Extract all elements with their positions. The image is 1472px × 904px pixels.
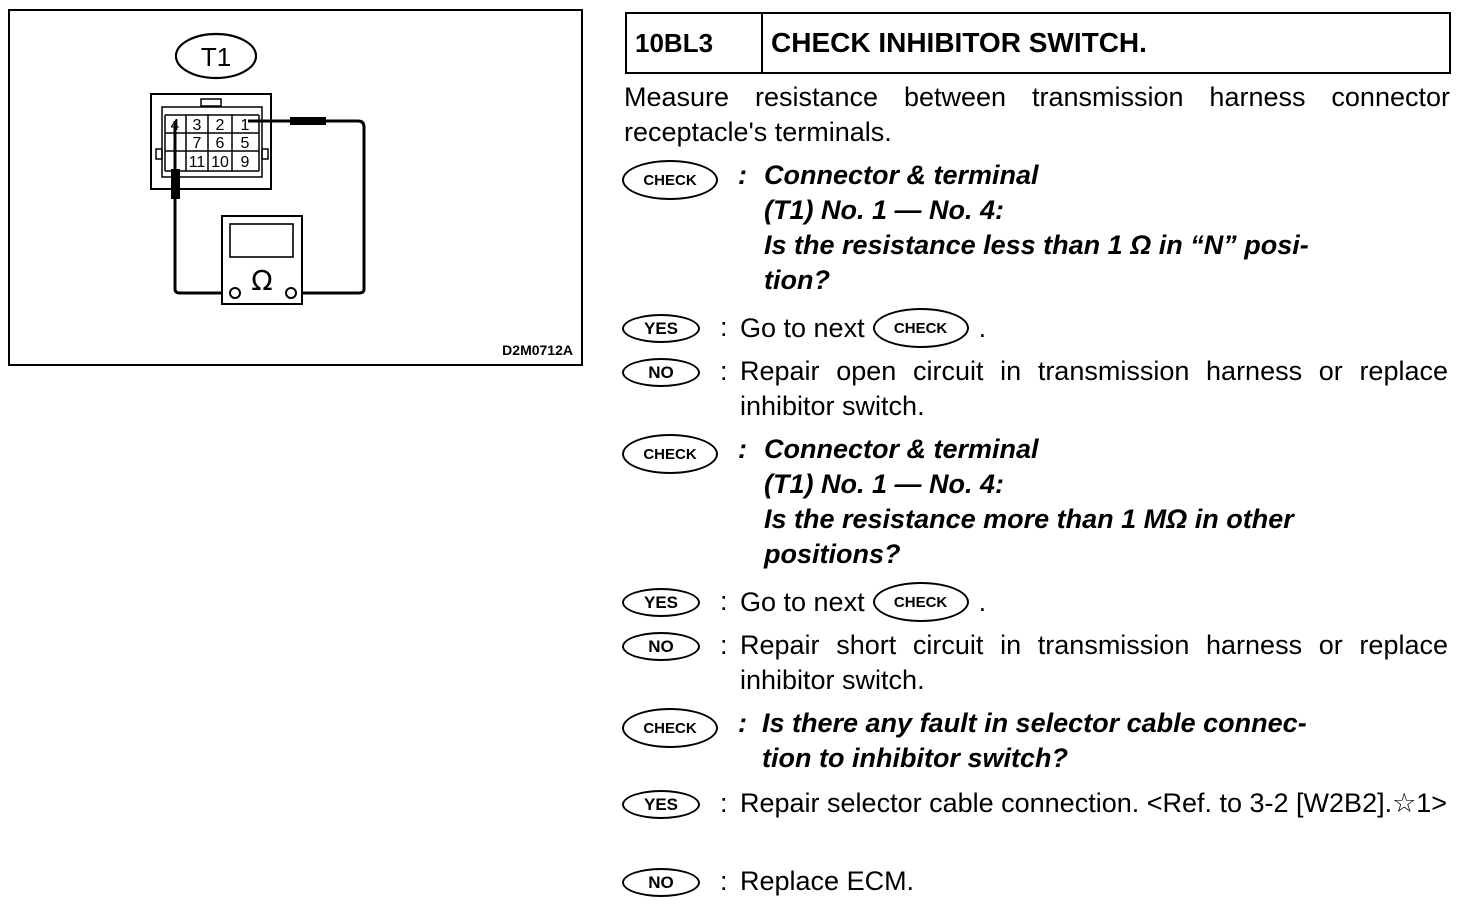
terminal-9: 9 [241, 154, 250, 171]
yes-text-3: Repair selector cable connection. <Ref. … [740, 788, 1448, 818]
colon: : [720, 312, 728, 342]
check-badge: CHECK [622, 708, 718, 748]
yes-row-3: YES : Repair selector cable connection. … [622, 786, 1452, 858]
check-line: Is the resistance less than 1 Ω in “N” p… [764, 230, 1309, 260]
ohmmeter-terminal-right [285, 287, 297, 299]
no-text-3: Replace ECM. [740, 866, 915, 896]
check-row-3: CHECK : Is there any fault in selector c… [622, 706, 1452, 778]
check-row-1: CHECK : Connector & terminal (T1) No. 1 … [622, 158, 1452, 298]
connector-housing [150, 93, 272, 190]
yes-badge: YES [622, 790, 700, 819]
terminal-2: 2 [216, 117, 225, 134]
intro-text: Measure resistance between transmission … [624, 82, 1450, 147]
check-badge: CHECK [622, 160, 718, 200]
check-line: tion? [764, 265, 830, 295]
next-check-link[interactable]: CHECK [872, 308, 969, 348]
wire-right [296, 119, 366, 295]
yes-badge: YES [622, 314, 700, 343]
no-badge: NO [622, 868, 700, 897]
period: . [978, 313, 987, 344]
probe-right [290, 117, 326, 125]
terminal-numbers: 4 3 2 1 7 6 5 11 10 9 [171, 117, 250, 171]
check-question-3: Is there any fault in selector cable con… [762, 706, 1442, 776]
terminal-11: 11 [189, 154, 206, 171]
no-text-2: Repair short circuit in transmission har… [740, 630, 1448, 695]
colon: : [720, 788, 728, 818]
probe-left [171, 169, 180, 199]
no-row-2: NO : Repair short circuit in transmissio… [622, 628, 1452, 700]
colon: : [738, 434, 747, 464]
colon: : [720, 586, 728, 616]
terminal-5: 5 [241, 135, 250, 152]
no-row-3: NO : Replace ECM. [622, 864, 1452, 900]
yes-badge: YES [622, 588, 700, 617]
terminal-7: 7 [193, 135, 202, 152]
period: . [978, 587, 987, 618]
colon: : [720, 630, 728, 660]
yes-text: Go to next [740, 313, 865, 344]
connector-label: T1 [201, 42, 231, 72]
colon: : [720, 866, 728, 896]
check-line: tion to inhibitor switch? [762, 743, 1068, 773]
check-line: (T1) No. 1 — No. 4: [764, 469, 1005, 499]
check-line: (T1) No. 1 — No. 4: [764, 195, 1005, 225]
ohm-symbol: Ω [251, 264, 272, 297]
check-question-1: Connector & terminal (T1) No. 1 — No. 4:… [764, 158, 1444, 298]
check-question-2: Connector & terminal (T1) No. 1 — No. 4:… [764, 432, 1444, 572]
no-badge: NO [622, 358, 700, 387]
colon: : [720, 356, 728, 386]
colon: : [738, 160, 747, 190]
yes-text: Go to next [740, 587, 865, 618]
no-row-1: NO : Repair open circuit in transmission… [622, 354, 1452, 426]
check-row-2: CHECK : Connector & terminal (T1) No. 1 … [622, 432, 1452, 572]
figure-code: D2M0712A [502, 342, 573, 358]
no-text-1: Repair open circuit in transmission harn… [740, 356, 1448, 421]
check-badge: CHECK [622, 434, 718, 474]
check-line: Is there any fault in selector cable con… [762, 708, 1307, 738]
no-badge: NO [622, 632, 700, 661]
terminal-3: 3 [193, 117, 202, 134]
step-title: CHECK INHIBITOR SWITCH. [771, 27, 1147, 58]
connector-diagram-figure: T1 4 3 2 1 7 6 5 11 10 [8, 9, 583, 366]
check-line: Connector & terminal [764, 160, 1039, 190]
connector-diagram: T1 4 3 2 1 7 6 5 11 10 [150, 32, 366, 305]
connector-face [161, 106, 263, 178]
ohmmeter-terminal-left [229, 287, 241, 299]
ohmmeter-display [229, 223, 294, 258]
wire-left [173, 199, 230, 295]
terminal-grid [164, 114, 260, 172]
check-line: positions? [764, 539, 901, 569]
step-number: 10BL3 [627, 14, 763, 72]
connector-label-oval [174, 32, 258, 80]
colon: : [738, 708, 747, 738]
check-line: Connector & terminal [764, 434, 1039, 464]
terminal-1: 1 [241, 117, 250, 134]
terminal-6: 6 [216, 135, 225, 152]
step-header: 10BL3 CHECK INHIBITOR SWITCH. [625, 12, 1451, 74]
connector-latch [200, 98, 222, 107]
terminal-10: 10 [211, 154, 229, 171]
check-line: Is the resistance more than 1 MΩ in othe… [764, 504, 1294, 534]
next-check-link[interactable]: CHECK [872, 582, 969, 622]
